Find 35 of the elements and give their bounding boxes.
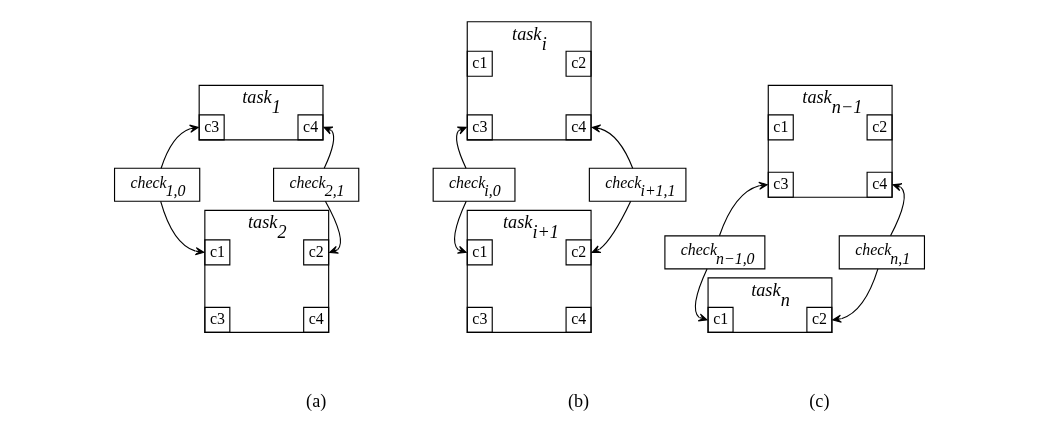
arrow (323, 126, 334, 169)
label: (c) (808, 391, 829, 412)
node-box: c3 (203, 306, 230, 333)
node-box: c2 (565, 239, 592, 266)
arrow (160, 124, 199, 169)
node-box: c2 (866, 114, 893, 141)
label: (b) (567, 391, 589, 412)
arrow (591, 200, 631, 254)
node-box: c3 (466, 306, 493, 333)
arrow (453, 200, 467, 254)
node-box: c4 (302, 306, 329, 333)
node-box: c1 (466, 50, 493, 77)
label: (a) (305, 391, 326, 412)
node-box: c1 (203, 239, 230, 266)
node-box: c3 (466, 114, 493, 141)
node-box: c4 (296, 114, 324, 141)
node-box: c4 (866, 171, 893, 198)
arrow (718, 181, 768, 237)
node-box: c3 (198, 114, 225, 141)
node-box: c2 (302, 239, 329, 266)
arrow (159, 200, 204, 256)
node-box: c1 (767, 114, 794, 141)
arrow (324, 200, 341, 254)
arrow (889, 183, 905, 237)
node-box: c2 (805, 306, 832, 333)
node-box: c4 (565, 114, 592, 141)
node-box: c2 (565, 50, 592, 77)
arrow (694, 268, 708, 322)
node-box: c3 (767, 171, 794, 198)
node-box: c4 (565, 306, 592, 333)
arrow (831, 268, 878, 323)
node-box: c1 (466, 239, 493, 266)
arrow (591, 124, 633, 169)
node-box: c1 (707, 306, 734, 333)
arrow (455, 126, 467, 169)
